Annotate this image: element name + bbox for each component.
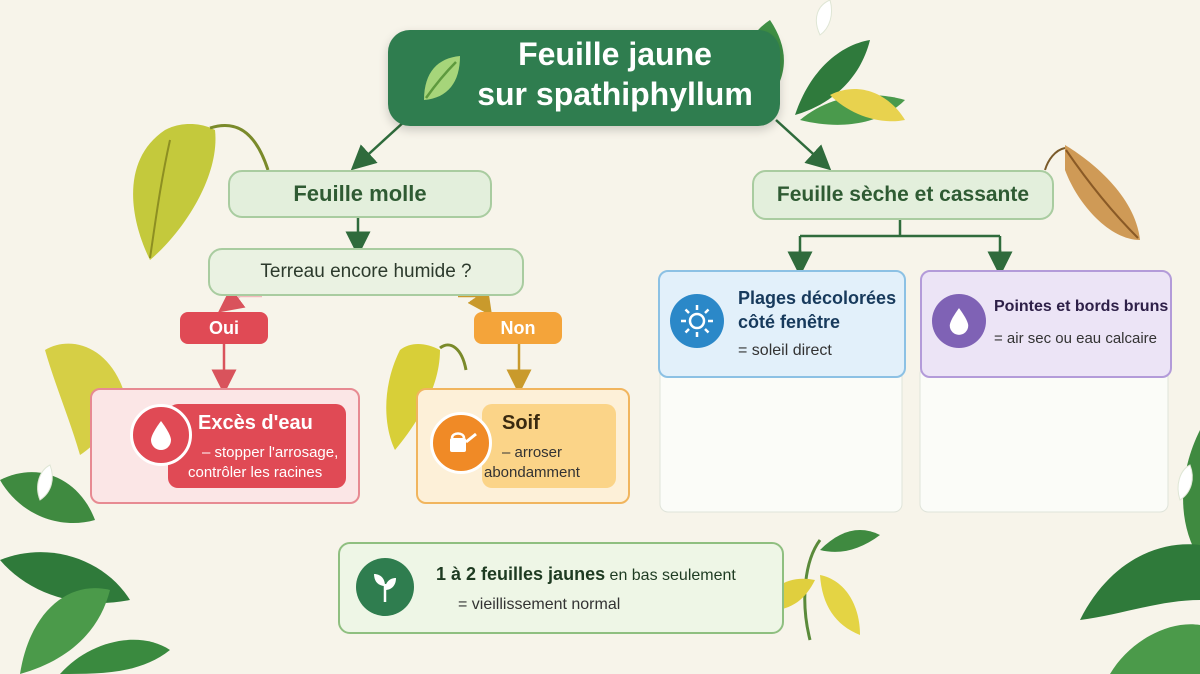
answer-yes-pill: Oui xyxy=(180,312,268,344)
branch-dry-leaf-label: Feuille sèche et cassante xyxy=(776,183,1030,206)
sun-leaf-panel xyxy=(659,365,903,513)
answer-no-pill: Non xyxy=(474,312,562,344)
leaf-icon xyxy=(418,52,464,104)
outcome-excess-water-card: Excès d'eau – stopper l'arrosage, contrô… xyxy=(90,388,360,504)
outcome-thirst-line2: abondamment xyxy=(484,464,580,481)
outcome-direct-sun-title-line2: côté fenêtre xyxy=(738,312,841,332)
question-label: Terreau encore humide ? xyxy=(260,261,472,282)
answer-no-label: Non xyxy=(500,317,536,338)
water-drop-icon xyxy=(130,404,192,466)
page-title: Feuille jaune sur spathiphyllum xyxy=(450,34,780,114)
branch-soft-leaf-label: Feuille molle xyxy=(293,181,427,206)
outcome-excess-water-line1: – stopper l'arrosage, xyxy=(202,444,339,461)
outcome-normal-aging-card: 1 à 2 feuilles jaunes en bas seulement =… xyxy=(338,542,784,634)
yellow-leaf-middle xyxy=(386,343,468,450)
outcome-excess-water-line2: contrôler les racines xyxy=(188,464,323,481)
outcome-direct-sun-card: Plages décolorées côté fenêtre = soleil … xyxy=(658,270,906,378)
question-node: Terreau encore humide ? xyxy=(208,248,524,296)
outcome-normal-aging-title-rest: en bas seulement xyxy=(605,567,736,584)
outcome-excess-water-inner xyxy=(168,404,346,488)
outcome-normal-aging-detail: = vieillissement normal xyxy=(458,596,621,613)
outcome-dry-air-detail: = air sec ou eau calcaire xyxy=(994,330,1158,347)
title-line-1: Feuille jaune xyxy=(518,36,712,72)
branch-dry-leaf: Feuille sèche et cassante xyxy=(752,170,1054,220)
outcome-dry-air-card: Pointes et bords bruns = air sec ou eau … xyxy=(920,270,1172,378)
watering-can-icon xyxy=(430,412,492,474)
dry-leaf-panel xyxy=(919,365,1169,513)
outcome-thirst-card: Soif – arroser abondamment xyxy=(416,388,630,504)
outcome-thirst-line1: – arroser xyxy=(502,444,563,461)
yellow-leaf-left-top xyxy=(133,123,270,260)
outcome-normal-aging-title: 1 à 2 feuilles jaunes en bas seulement xyxy=(436,564,736,585)
plant-decoration-right xyxy=(1080,430,1200,674)
outcome-dry-air-title: Pointes et bords bruns xyxy=(994,298,1169,315)
sun-icon xyxy=(670,294,724,348)
outcome-normal-aging-title-bold: 1 à 2 feuilles jaunes xyxy=(436,564,606,584)
answer-yes-label: Oui xyxy=(209,317,239,338)
water-drop-icon xyxy=(932,294,986,348)
branch-soft-leaf: Feuille molle xyxy=(228,170,492,218)
outcome-direct-sun-title-line1: Plages décolorées xyxy=(738,288,897,308)
sprout-icon xyxy=(356,558,414,616)
title-line-2: sur spathiphyllum xyxy=(477,76,753,112)
outcome-excess-water-title: Excès d'eau xyxy=(198,412,313,434)
outcome-thirst-title: Soif xyxy=(502,412,540,434)
brown-leaf-right-top xyxy=(1044,145,1140,240)
outcome-thirst-inner xyxy=(482,404,616,488)
outcome-direct-sun-detail: = soleil direct xyxy=(738,342,832,359)
